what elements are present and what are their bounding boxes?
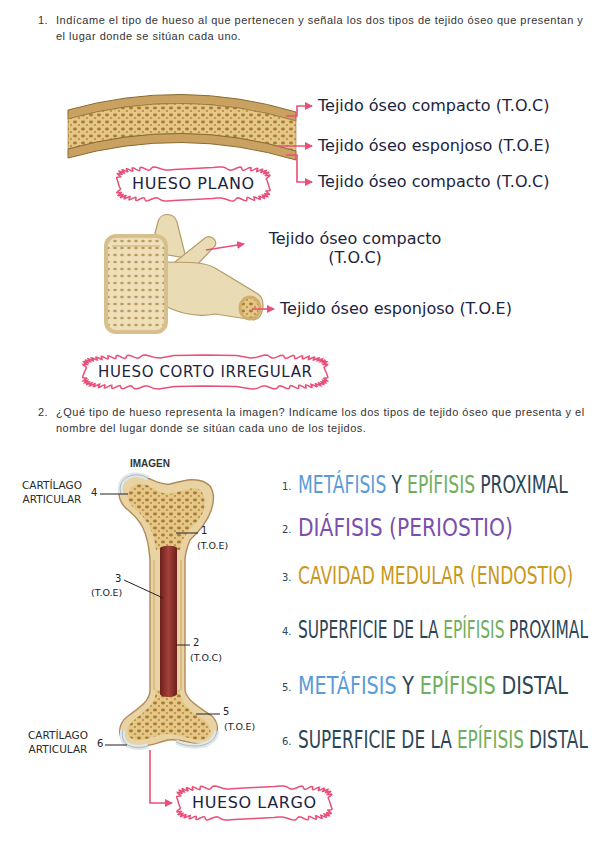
part-label: CARTÍLAGO ARTICULAR: [22, 728, 94, 756]
image-heading: IMAGEN: [130, 458, 170, 469]
femur-drawing: [119, 475, 217, 748]
bone-type-badge: HUESO LARGO: [176, 785, 333, 821]
list-number: 2.: [282, 524, 292, 535]
answer-row: SUPERFICIE DE LAEPÍFISISPROXIMAL: [298, 616, 588, 644]
tissue-tag: (T.O.E): [90, 587, 123, 598]
leader-arrows: [206, 244, 274, 309]
list-number: 1.: [282, 481, 292, 492]
answer-text: SUPERFICIE DE LA: [298, 616, 439, 644]
tissue-tag: (T.O.E): [196, 540, 229, 551]
wavy-outline-path: [117, 167, 271, 201]
answer-row: CAVIDAD MEDULAR (ENDOSTIO): [298, 562, 573, 590]
answer-row: DIÁFISIS (PERIOSTIO): [298, 514, 513, 542]
callout-number: 5: [223, 706, 229, 717]
answer-text: CAVIDAD MEDULAR (ENDOSTIO): [298, 562, 573, 590]
answer-text: METÁFISIS: [298, 672, 397, 700]
callout-number: 1: [201, 525, 207, 536]
tissue-label: Tejido óseo compacto (T.O.C): [318, 172, 549, 191]
callout-number: 3: [115, 573, 121, 584]
answer-text: EPÍFISIS: [443, 616, 504, 644]
wavy-outline-path: [177, 786, 332, 820]
answer-text: SUPERFICIE DE LA: [298, 726, 452, 754]
answer-row: METÁFISISYEPÍFISISPROXIMAL: [298, 471, 568, 499]
answer-row: METÁFISISYEPÍFISISDISTAL: [298, 672, 568, 700]
part-label: CARTÍLAGO ARTICULAR: [16, 478, 88, 506]
callout-number: 4: [91, 487, 97, 498]
tissue-label: Tejido óseo compacto (T.O.C): [248, 229, 462, 267]
wavy-outline-path: [83, 355, 328, 389]
answer-text: EPÍFISIS: [457, 726, 524, 754]
answer-text: DISTAL: [529, 726, 588, 754]
bone-type-text: HUESO PLANO: [132, 174, 255, 194]
answer-row: SUPERFICIE DE LAEPÍFISISDISTAL: [298, 726, 588, 754]
answer-text: PROXIMAL: [480, 471, 568, 499]
callout-lines: [100, 494, 220, 745]
list-number: 3.: [282, 572, 292, 583]
question-text: 1.: [38, 12, 56, 28]
list-number: 5.: [282, 682, 292, 693]
answer-text: PROXIMAL: [509, 616, 588, 644]
answer-text: DIÁFISIS (PERIOSTIO): [298, 514, 513, 542]
tissue-label: Tejido óseo esponjoso (T.O.E): [280, 299, 512, 318]
list-number: 6.: [282, 736, 292, 747]
tissue-label: Tejido óseo compacto (T.O.C): [318, 96, 549, 115]
tissue-label: Tejido óseo esponjoso (T.O.E): [318, 136, 550, 155]
tissue-tag: (T.O.C): [189, 652, 223, 663]
list-number: 4.: [282, 626, 292, 637]
bone-type-badge: HUESO CORTO IRREGULAR: [82, 354, 329, 390]
question-text: 2.: [38, 404, 56, 420]
vertebra-drawing: [106, 215, 263, 333]
answer-text: EPÍFISIS: [407, 471, 475, 499]
answer-text: METÁFISIS: [298, 471, 386, 499]
question-text: Indícame el tipo de hueso al que pertene…: [56, 12, 586, 44]
question-text: ¿Qué tipo de hueso representa la imagen?…: [56, 404, 586, 436]
callout-number: 2: [193, 637, 199, 648]
leader-arrow: [150, 750, 172, 803]
answer-text: Y: [391, 471, 401, 499]
answer-text: Y: [402, 672, 414, 700]
answer-text: DISTAL: [501, 672, 568, 700]
answer-text: EPÍFISIS: [420, 672, 496, 700]
callout-number: 6: [97, 738, 103, 749]
bone-type-text: HUESO LARGO: [192, 793, 317, 813]
flat-bone-drawing: [68, 94, 296, 160]
bone-type-text: HUESO CORTO IRREGULAR: [98, 362, 313, 382]
leader-arrows: [278, 106, 312, 182]
bone-type-badge: HUESO PLANO: [116, 166, 271, 202]
tissue-tag: (T.O.E): [223, 721, 256, 732]
